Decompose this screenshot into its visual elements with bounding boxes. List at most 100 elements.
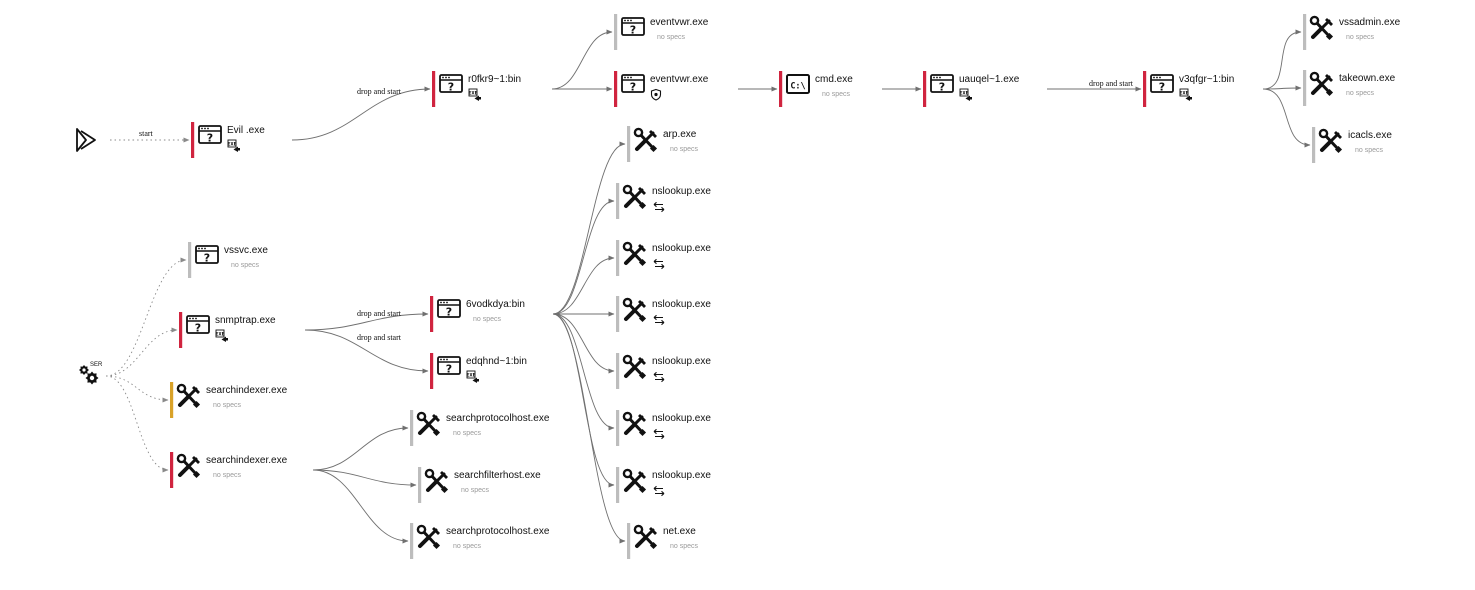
process-name: cmd.exe <box>815 74 853 85</box>
status-bar <box>430 353 434 389</box>
process-node-vssadmin[interactable]: vssadmin.exe no specs <box>1303 14 1401 50</box>
no-specs-label: no specs <box>453 543 482 550</box>
svg-text:?: ? <box>939 81 945 94</box>
process-name: arp.exe <box>663 129 697 140</box>
edge-service_root-to-searchindexer2 <box>105 375 169 473</box>
edge-label: drop and start <box>357 87 402 96</box>
process-name: v3qfgr~1:bin <box>1179 74 1234 85</box>
svg-text:EXE: EXE <box>228 141 237 146</box>
play-icon[interactable] <box>76 128 96 152</box>
exe-drop-icon: EXE <box>469 88 481 101</box>
app-window-icon: ? <box>439 74 463 94</box>
status-bar <box>179 312 183 348</box>
tools-icon <box>176 383 201 409</box>
no-specs-label: no specs <box>453 430 482 437</box>
process-name: 6vodkdya:bin <box>466 299 525 310</box>
process-name: Evil .exe <box>227 125 265 136</box>
process-name: nslookup.exe <box>652 356 711 367</box>
process-node-nslookup2[interactable]: nslookup.exe <box>616 240 711 276</box>
exe-drop-icon: EXE <box>1180 88 1192 101</box>
process-name: takeown.exe <box>1339 73 1396 84</box>
edge-searchindexer2-to-sph1 <box>312 425 409 471</box>
svg-text:?: ? <box>630 24 636 37</box>
process-name: nslookup.exe <box>652 413 711 424</box>
status-bar <box>188 242 192 278</box>
edge-v3qfgr-to-icacls <box>1262 88 1311 148</box>
status-bar <box>170 382 174 418</box>
process-node-nslookup6[interactable]: nslookup.exe <box>616 467 711 503</box>
process-name: eventvwr.exe <box>650 74 709 85</box>
edge-label: drop and start <box>1089 79 1134 88</box>
status-bar <box>1143 71 1147 107</box>
process-node-eventvwr2[interactable]: ? eventvwr.exe <box>614 71 709 107</box>
svg-text:?: ? <box>195 322 201 335</box>
app-window-icon: ? <box>930 74 954 94</box>
process-node-takeown[interactable]: takeown.exe no specs <box>1303 70 1396 106</box>
app-window-icon: ? <box>621 17 645 37</box>
process-node-nslookup5[interactable]: nslookup.exe <box>616 410 711 446</box>
svg-text:EXE: EXE <box>469 90 478 95</box>
nodes-layer: ?Evil .exeEXE?r0fkr9~1:binEXE?eventvwr.e… <box>170 14 1401 559</box>
svg-text:EXE: EXE <box>960 90 969 95</box>
tools-icon <box>424 468 449 494</box>
process-name: nslookup.exe <box>652 299 711 310</box>
edge-6vodkdya-to-nslookup5 <box>552 313 615 431</box>
app-window-icon: ? <box>195 245 219 265</box>
process-node-nslookup4[interactable]: nslookup.exe <box>616 353 711 389</box>
process-node-sph1[interactable]: searchprotocolhost.exe no specs <box>410 410 550 446</box>
edge-searchindexer2-to-sfh <box>312 469 417 488</box>
no-specs-label: no specs <box>822 91 851 98</box>
status-bar <box>779 71 783 107</box>
shield-icon <box>650 88 662 101</box>
process-name: searchindexer.exe <box>206 455 288 466</box>
no-specs-label: no specs <box>1346 34 1375 41</box>
edge-6vodkdya-to-nslookup2 <box>552 255 615 315</box>
no-specs-label: no specs <box>231 262 260 269</box>
network-arrows-icon <box>653 371 665 383</box>
tools-icon <box>633 127 658 153</box>
process-name: icacls.exe <box>1348 130 1392 141</box>
process-name: searchfilterhost.exe <box>454 470 541 481</box>
status-bar <box>616 296 620 332</box>
edge-6vodkdya-to-nslookup1 <box>552 198 615 315</box>
tools-icon <box>176 453 201 479</box>
app-window-icon: ? <box>621 74 645 94</box>
process-name: vssadmin.exe <box>1339 17 1401 28</box>
status-bar <box>614 71 618 107</box>
edge-snmptrap-to-6vodkdya <box>304 311 429 331</box>
status-bar <box>614 14 618 50</box>
process-node-nslookup3[interactable]: nslookup.exe <box>616 296 711 332</box>
service-gears-icon[interactable]: SER <box>79 362 103 385</box>
status-bar <box>1303 14 1307 50</box>
process-node-nslookup1[interactable]: nslookup.exe <box>616 183 711 219</box>
process-name: uauqel~1.exe <box>959 74 1020 85</box>
exe-drop-icon: EXE <box>228 139 240 152</box>
status-bar <box>627 126 631 162</box>
network-arrows-icon <box>653 258 665 270</box>
no-specs-label: no specs <box>1346 90 1375 97</box>
tools-icon <box>1309 15 1334 41</box>
process-name: nslookup.exe <box>652 186 711 197</box>
no-specs-label: no specs <box>670 543 699 550</box>
process-name: nslookup.exe <box>652 470 711 481</box>
process-name: searchprotocolhost.exe <box>446 413 550 424</box>
